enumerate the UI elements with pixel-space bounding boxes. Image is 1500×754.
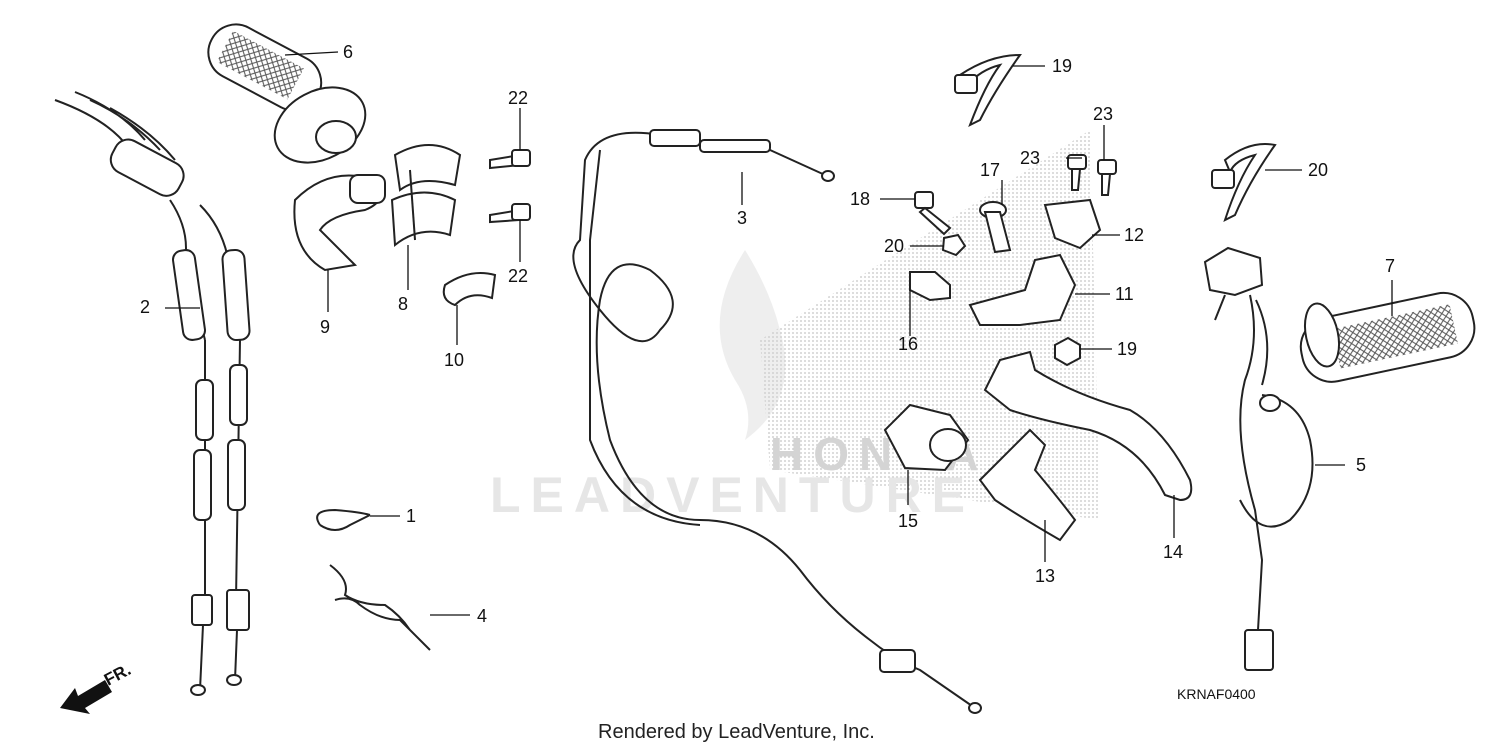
part-13-lever-cover	[978, 428, 1077, 542]
callout-17: 17	[980, 160, 1000, 180]
part-1-clip	[316, 508, 371, 531]
callout-23-upper: 23	[1093, 104, 1113, 124]
part-6-throttle-grip	[207, 23, 367, 164]
callout-15: 15	[898, 511, 918, 531]
callout-13: 13	[1035, 566, 1055, 586]
leader-lines	[165, 51, 1393, 616]
callout-22-upper: 22	[508, 88, 528, 108]
part-8-housing-upper	[390, 144, 462, 247]
part-10-cap	[442, 272, 497, 307]
part-9-housing-lower	[293, 174, 386, 272]
callout-23-left: 23	[1020, 148, 1040, 168]
part-7-left-grip	[1299, 291, 1476, 383]
part-11-lever-bracket	[968, 253, 1077, 326]
callout-20-upper: 19	[1052, 56, 1072, 76]
watermark-dot-field	[760, 130, 1100, 520]
callout-12: 12	[1124, 225, 1144, 245]
part-14-clutch-lever	[983, 350, 1193, 502]
diagram-code: KRNAF0400	[1177, 686, 1256, 702]
part-2-throttle-cables	[54, 91, 251, 696]
callout-3: 3	[737, 208, 747, 228]
watermark-text: LEADVENTURE	[490, 467, 975, 523]
part-20-clamp-upper	[954, 53, 1022, 128]
callout-14: 14	[1163, 542, 1183, 562]
credit-text: Rendered by LeadVenture, Inc.	[598, 721, 875, 743]
callout-19: 19	[1117, 339, 1137, 359]
callout-18: 18	[850, 189, 870, 209]
part-22-bolts	[489, 149, 531, 224]
part-18-bolt	[914, 191, 952, 236]
callout-6: 6	[343, 42, 353, 62]
part-20-clamp-right	[1211, 143, 1277, 222]
callout-5: 5	[1356, 455, 1366, 475]
arrow-left-down-icon	[60, 680, 112, 714]
part-4-wire-clamp	[329, 564, 431, 651]
callout-22-lower: 22	[508, 266, 528, 286]
callout-16: 16	[898, 334, 918, 354]
part-15-switch	[883, 403, 970, 472]
part-17-pivot-bolt	[979, 201, 1012, 254]
callout-4: 4	[477, 606, 487, 626]
callout-9: 9	[320, 317, 330, 337]
callout-1: 1	[406, 506, 416, 526]
part-21-nut	[941, 233, 967, 257]
callout-20-right: 20	[1308, 160, 1328, 180]
callout-labels: 6 2 3 19 20 22 22 18 17 23 23 12 11 19 2…	[140, 42, 1395, 626]
callout-2: 2	[140, 297, 150, 317]
part-3-clutch-cable	[572, 129, 982, 714]
part-23-bolts	[1067, 154, 1117, 196]
callout-10: 10	[444, 350, 464, 370]
part-5-switch-harness	[1203, 246, 1314, 671]
flame-logo-icon	[719, 250, 786, 440]
callout-11: 11	[1115, 284, 1134, 304]
part-19-nut	[1054, 336, 1081, 367]
part-12-clamp	[1043, 198, 1102, 250]
callout-7: 7	[1385, 256, 1395, 276]
callout-8: 8	[398, 294, 408, 314]
front-indicator: FR.	[60, 660, 134, 714]
callout-21: 20	[884, 236, 904, 256]
